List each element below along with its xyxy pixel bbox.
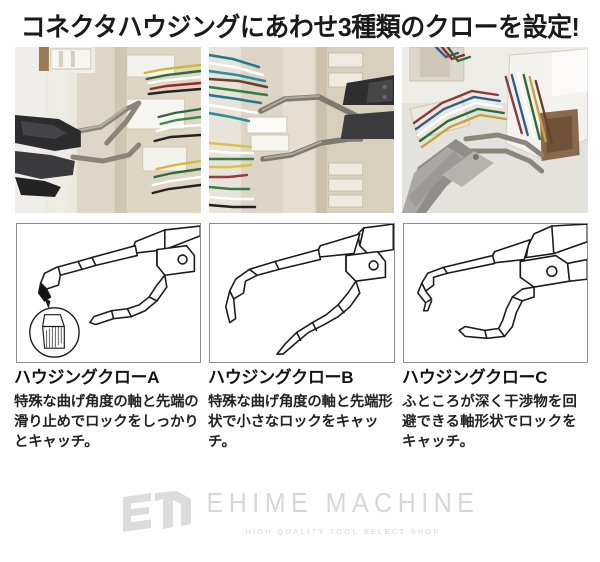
column-body-a: 特殊な曲げ角度の軸と先端の滑り止めでロックをしっかりとキャッチ。 <box>14 393 199 451</box>
watermark: EHIME MACHINE HIGH QUALITY TOOL SELECT S… <box>0 482 600 544</box>
diagram-claw-c-drawing <box>416 224 587 340</box>
watermark-text: EHIME MACHINE HIGH QUALITY TOOL SELECT S… <box>206 487 480 536</box>
description-columns: ハウジングクローA 特殊な曲げ角度の軸と先端の滑り止めでロックをしっかりとキャッ… <box>14 368 590 468</box>
em-logo-icon <box>122 491 191 532</box>
description-column-c: ハウジングクローC ふところが深く干渉物を回避できる軸形状でロックをキャッチ。 <box>402 368 590 468</box>
photo-claw-a-image <box>15 47 201 213</box>
photo-claw-c-image <box>402 47 588 213</box>
column-heading-b: ハウジングクローB <box>208 368 354 387</box>
photo-claw-b <box>208 47 395 213</box>
description-column-a: ハウジングクローA 特殊な曲げ角度の軸と先端の滑り止めでロックをしっかりとキャッ… <box>14 368 202 468</box>
photo-claw-c <box>402 47 588 213</box>
column-body-c: ふところが深く干渉物を回避できる軸形状でロックをキャッチ。 <box>402 393 578 451</box>
column-heading-a: ハウジングクローA <box>14 368 160 387</box>
page-title: コネクタハウジングにあわせ3種類のクローを設定! <box>20 12 580 42</box>
diagram-claw-b <box>209 223 395 363</box>
column-body-b: 特殊な曲げ角度の軸と先端形状で小さなロックをキャッチ。 <box>208 393 393 451</box>
photo-claw-a <box>15 47 201 213</box>
column-heading-c: ハウジングクローC <box>402 368 548 387</box>
diagram-claw-a-drawing <box>29 225 201 358</box>
photo-claw-b-image <box>208 47 395 213</box>
diagram-claw-c <box>402 223 588 363</box>
diagram-claw-a <box>16 223 202 363</box>
diagram-claw-b-drawing <box>225 224 394 355</box>
photo-strip <box>15 47 588 213</box>
description-column-b: ハウジングクローB 特殊な曲げ角度の軸と先端形状で小さなロックをキャッチ。 <box>208 368 396 468</box>
diagram-strip <box>16 223 588 363</box>
brand-name: EHIME MACHINE <box>206 487 480 519</box>
brand-tagline: HIGH QUALITY TOOL SELECT SHOP <box>245 526 441 536</box>
